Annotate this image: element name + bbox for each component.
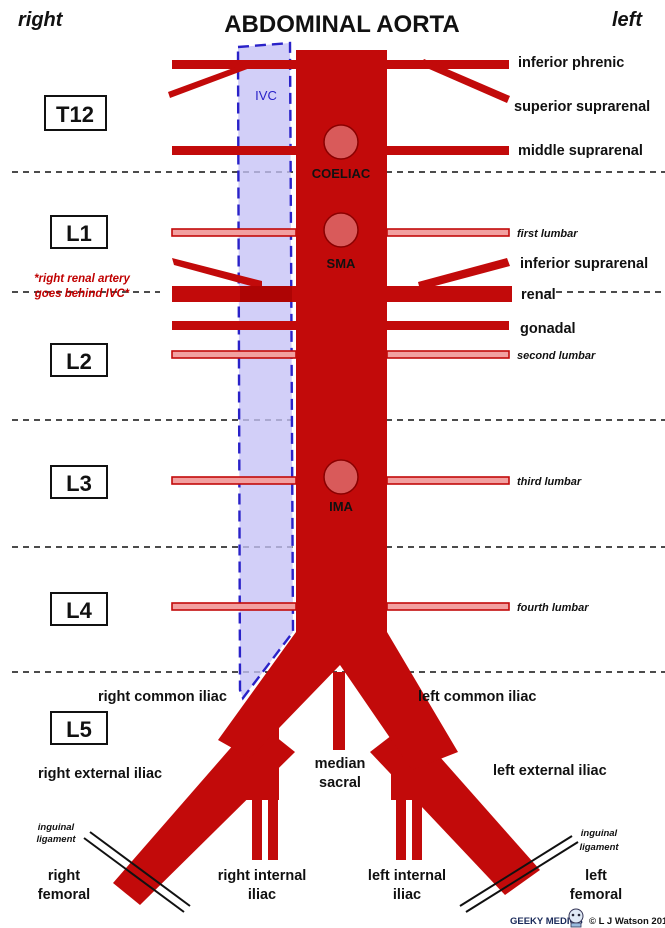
vertebra-label-t12: T12 xyxy=(56,102,94,127)
right-third-lumbar-artery xyxy=(172,477,296,484)
label-left-femoral-line2: femoral xyxy=(570,887,622,903)
label-left-inguinal-ligament-line1: inguinal xyxy=(581,828,618,839)
vertebra-label-l5: L5 xyxy=(66,717,92,742)
label-median-sacral-line1: median xyxy=(315,756,366,772)
label-fourth-lumbar: fourth lumbar xyxy=(517,602,589,614)
right-internal-iliac-branch-b xyxy=(268,800,278,860)
label-median-sacral-line2: sacral xyxy=(319,775,361,791)
ivc-label: IVC xyxy=(255,88,277,103)
left-branch-labels: inferior phrenic superior suprarenal mid… xyxy=(514,55,650,614)
vertebra-label-l1: L1 xyxy=(66,221,92,246)
copyright-text: © L J Watson 201 xyxy=(589,916,665,927)
right-first-lumbar-artery xyxy=(172,229,296,236)
credits: GEEKY MEDICS © L J Watson 201 xyxy=(510,909,665,927)
left-side-branches xyxy=(387,59,512,610)
label-first-lumbar: first lumbar xyxy=(517,228,578,240)
median-sacral-artery xyxy=(333,672,345,750)
label-inferior-phrenic: inferior phrenic xyxy=(518,55,624,71)
label-right-external-iliac: right external iliac xyxy=(38,766,162,782)
vertebra-labels: T12 L1 L2 L3 L4 L5 xyxy=(56,102,94,742)
label-left-femoral-line1: left xyxy=(585,868,607,884)
label-middle-suprarenal: middle suprarenal xyxy=(518,143,643,159)
label-right-femoral-line2: femoral xyxy=(38,887,90,903)
label-right-inguinal-ligament-line1: inguinal xyxy=(38,822,75,833)
left-middle-suprarenal-artery xyxy=(387,146,509,155)
label-right-inguinal-ligament-line2: ligament xyxy=(36,834,76,845)
left-gonadal-artery xyxy=(387,321,509,330)
label-superior-suprarenal: superior suprarenal xyxy=(514,99,650,115)
label-right-internal-iliac-line2: iliac xyxy=(248,887,276,903)
left-renal-artery xyxy=(387,286,512,302)
label-right-common-iliac: right common iliac xyxy=(98,689,227,705)
label-left-common-iliac: left common iliac xyxy=(418,689,536,705)
right-internal-iliac-branch-a xyxy=(252,800,262,860)
vertebra-boxes xyxy=(45,96,107,744)
left-first-lumbar-artery xyxy=(387,229,509,236)
label-third-lumbar: third lumbar xyxy=(517,476,582,488)
inferior-vena-cava xyxy=(238,43,293,698)
label-left-internal-iliac-line1: left internal xyxy=(368,868,446,884)
renal-note-line1: *right renal artery xyxy=(34,273,130,285)
external-iliac-arteries xyxy=(113,720,540,905)
left-inferior-suprarenal-artery xyxy=(418,258,510,290)
label-second-lumbar: second lumbar xyxy=(517,350,596,362)
mascot-icon xyxy=(569,909,583,927)
label-gonadal: gonadal xyxy=(520,321,576,337)
renal-note-line2: goes behind IVC* xyxy=(34,288,130,300)
renal-behind-ivc-overlap xyxy=(240,286,292,302)
right-second-lumbar-artery xyxy=(172,351,296,358)
left-internal-iliac-branch-b xyxy=(412,800,422,860)
page-title: ABDOMINAL AORTA xyxy=(224,11,460,38)
ima-label: IMA xyxy=(329,499,353,514)
vertebra-label-l3: L3 xyxy=(66,471,92,496)
sma-origin-circle xyxy=(324,213,358,247)
vertebra-label-l2: L2 xyxy=(66,349,92,374)
coeliac-label: COELIAC xyxy=(312,166,371,181)
side-label-right: right xyxy=(18,9,64,31)
left-inferior-phrenic-artery xyxy=(387,60,509,69)
left-fourth-lumbar-artery xyxy=(387,603,509,610)
right-inferior-phrenic-artery xyxy=(172,60,296,69)
side-label-left: left xyxy=(612,9,643,31)
label-right-internal-iliac-line1: right internal xyxy=(218,868,307,884)
sma-label: SMA xyxy=(327,256,357,271)
coeliac-origin-circle xyxy=(324,125,358,159)
label-left-external-iliac: left external iliac xyxy=(493,763,607,779)
right-gonadal-artery xyxy=(172,321,296,330)
label-right-femoral-line1: right xyxy=(48,868,80,884)
label-left-internal-iliac-line2: iliac xyxy=(393,887,421,903)
ima-origin-circle xyxy=(324,460,358,494)
label-left-inguinal-ligament-line2: ligament xyxy=(579,842,619,853)
label-renal: renal xyxy=(521,287,556,303)
vertebra-label-l4: L4 xyxy=(66,598,92,623)
left-second-lumbar-artery xyxy=(387,351,509,358)
right-middle-suprarenal-artery xyxy=(172,146,296,155)
label-inferior-suprarenal: inferior suprarenal xyxy=(520,256,648,272)
left-third-lumbar-artery xyxy=(387,477,509,484)
right-fourth-lumbar-artery xyxy=(172,603,296,610)
left-internal-iliac-branch-a xyxy=(396,800,406,860)
